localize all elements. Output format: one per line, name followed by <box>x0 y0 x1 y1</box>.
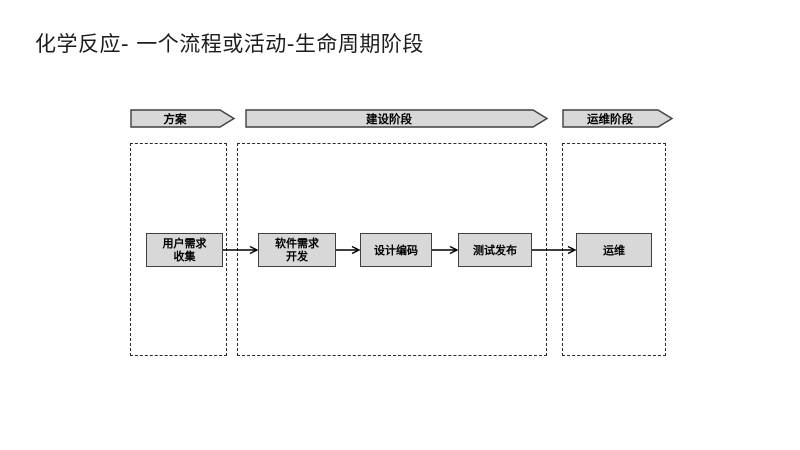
node-operations: 运维 <box>576 233 652 267</box>
node-test-release: 测试发布 <box>458 233 532 267</box>
pentagon-arrow-icon <box>245 109 549 128</box>
phase-banner-ops-label: 运维阶段 <box>587 111 633 126</box>
pentagon-arrow-icon <box>562 109 674 128</box>
pentagon-arrow-icon <box>130 109 236 128</box>
node-design-coding: 设计编码 <box>360 233 432 267</box>
node-software-requirements-dev: 软件需求 开发 <box>258 233 336 267</box>
phase-banner-plan: 方案 <box>130 109 236 128</box>
phase-banner-build: 建设阶段 <box>245 109 549 128</box>
connector-arrow-3 <box>432 245 459 255</box>
page-title: 化学反应- 一个流程或活动-生命周期阶段 <box>35 32 424 56</box>
node-user-requirements-collection: 用户需求 收集 <box>146 233 223 267</box>
connector-arrow-4 <box>532 245 577 255</box>
phase-banner-plan-label: 方案 <box>163 111 187 126</box>
connector-arrow-2 <box>336 245 361 255</box>
phase-banner-build-label: 建设阶段 <box>366 111 412 126</box>
connector-arrow-1 <box>223 245 259 255</box>
phase-banner-ops: 运维阶段 <box>562 109 674 128</box>
